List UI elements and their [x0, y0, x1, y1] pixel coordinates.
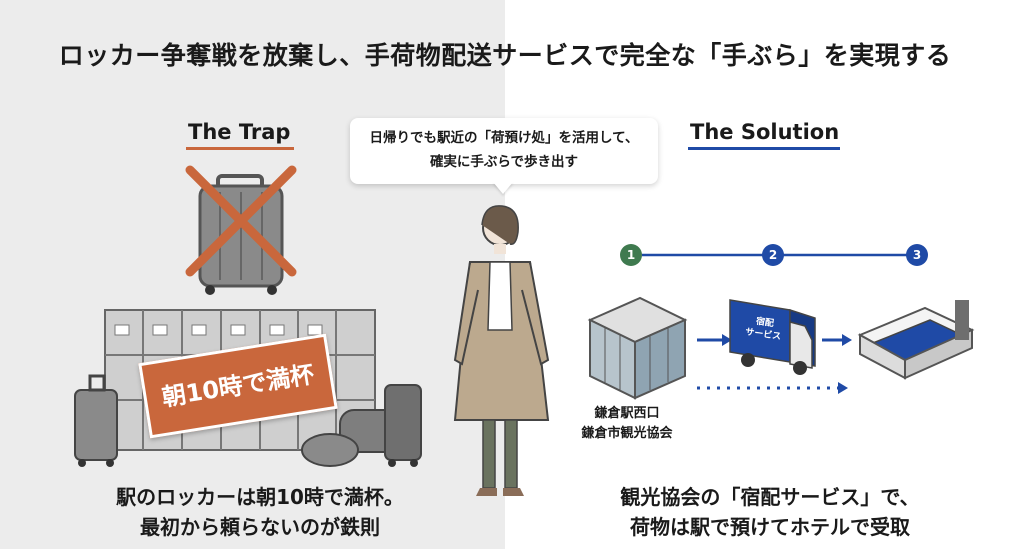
trap-caption-line-2: 最初から頼らないのが鉄則: [140, 515, 380, 539]
trap-caption: 駅のロッカーは朝10時で満杯。 最初から頼らないのが鉄則: [60, 482, 460, 542]
luggage-pile-illustration: [74, 374, 422, 467]
bubble-line-2: 確実に手ぶらで歩き出す: [429, 154, 579, 170]
trap-caption-line-1: 駅のロッカーは朝10時で満杯。: [116, 485, 404, 509]
solution-heading: The Solution: [690, 120, 840, 144]
delivery-truck-icon: [729, 299, 816, 375]
step-1-badge: 1: [620, 244, 642, 266]
bubble-line-1: 日帰りでも駅近の「荷預け処」を活用して、: [369, 130, 639, 146]
station-building-icon: [587, 296, 688, 400]
page-title: ロッカー争奪戦を放棄し、手荷物配送サービスで完全な「手ぶら」を実現する: [58, 41, 952, 70]
speech-bubble-tail: [493, 182, 513, 194]
arrow-icon: [697, 334, 852, 394]
trap-heading: The Trap: [188, 120, 291, 144]
station-label: 鎌倉駅西口 鎌倉市観光協会: [572, 404, 682, 444]
solution-caption-line-2: 荷物は駅で預けてホテルで受取: [630, 515, 910, 539]
speech-bubble: 日帰りでも駅近の「荷預け処」を活用して、 確実に手ぶらで歩き出す: [350, 118, 658, 184]
hotel-bed-icon: [857, 300, 975, 380]
step-3-badge: 3: [906, 244, 928, 266]
solution-heading-underline: [688, 147, 840, 150]
cross-mark-icon: [185, 165, 297, 277]
solution-caption-line-1: 観光協会の「宿配サービス」で、: [620, 485, 920, 509]
trap-heading-underline: [186, 147, 294, 150]
station-name: 鎌倉駅西口: [594, 406, 660, 421]
tourism-association-name: 鎌倉市観光協会: [581, 426, 673, 441]
solution-caption: 観光協会の「宿配サービス」で、 荷物は駅で預けてホテルで受取: [580, 482, 960, 542]
step-2-badge: 2: [762, 244, 784, 266]
traveler-woman-illustration: [453, 205, 550, 496]
